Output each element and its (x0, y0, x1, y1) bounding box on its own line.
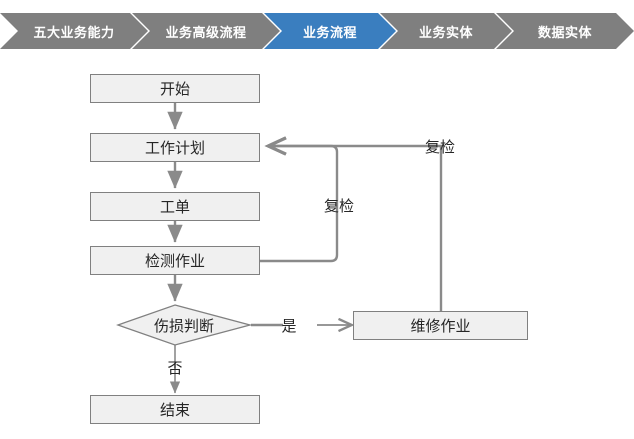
node-start-label: 开始 (159, 81, 190, 98)
edge-label-yes-text: 是 (281, 317, 297, 335)
breadcrumb-item-2-label: 业务高级流程 (165, 24, 247, 40)
node-end-label: 结束 (159, 402, 190, 419)
node-work-plan-label: 工作计划 (144, 140, 205, 157)
node-work-order[interactable]: 工单 (90, 192, 260, 221)
flowchart: 开始 工作计划 工单 检测作业 维修作业 结束 伤损判断 复检 复检 是 (0, 49, 634, 439)
breadcrumb-item-3-active[interactable]: 业务流程 (264, 13, 396, 49)
edge-label-recheck-outer-text: 复检 (424, 138, 455, 156)
edge-label-recheck-inner-text: 复检 (323, 197, 354, 215)
breadcrumb-item-1-label: 五大业务能力 (33, 24, 115, 40)
edge-label-recheck-outer: 复检 (409, 135, 471, 157)
breadcrumb-item-1[interactable]: 五大业务能力 (0, 13, 148, 49)
node-work-plan[interactable]: 工作计划 (90, 133, 260, 162)
flowchart-connectors (116, 103, 443, 394)
breadcrumb-item-4[interactable]: 业务实体 (380, 13, 512, 49)
node-repair[interactable]: 维修作业 (353, 311, 528, 340)
breadcrumb-item-3-label: 业务流程 (302, 24, 357, 40)
node-inspection[interactable]: 检测作业 (90, 246, 260, 275)
breadcrumb-item-2[interactable]: 业务高级流程 (132, 13, 280, 49)
node-start[interactable]: 开始 (90, 74, 260, 103)
decision-diamond-shape (116, 304, 253, 346)
breadcrumb-item-5-label: 数据实体 (537, 24, 592, 40)
node-repair-label: 维修作业 (410, 318, 471, 335)
node-end[interactable]: 结束 (90, 395, 260, 424)
node-damage-decision[interactable]: 伤损判断 (118, 305, 250, 345)
node-damage-decision-label: 伤损判断 (153, 317, 214, 335)
edge-repair-plan-recheck (264, 136, 443, 311)
edge-label-recheck-inner: 复检 (308, 194, 370, 216)
node-work-order-label: 工单 (159, 199, 190, 216)
edge-label-no: 否 (163, 356, 187, 378)
breadcrumb-item-4-label: 业务实体 (418, 24, 473, 40)
node-inspection-label: 检测作业 (144, 253, 205, 270)
breadcrumb-item-5[interactable]: 数据实体 (496, 13, 634, 49)
edge-label-yes: 是 (277, 314, 301, 336)
edge-label-no-text: 否 (167, 359, 183, 377)
breadcrumb: 五大业务能力 业务高级流程 业务流程 业务实体 数据实体 (0, 13, 634, 49)
